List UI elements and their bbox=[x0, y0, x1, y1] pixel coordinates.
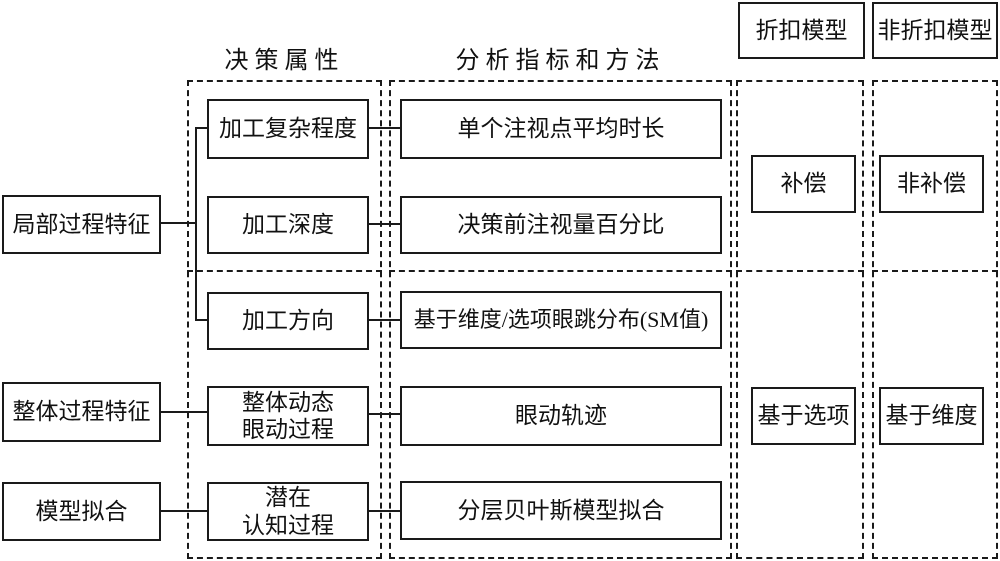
connector-dynamic-to-trajectory bbox=[369, 413, 400, 415]
dashed-divider-decision bbox=[187, 270, 382, 272]
connector-direction-to-sm bbox=[369, 319, 400, 321]
dashed-divider-analysis bbox=[389, 270, 732, 272]
connector-global-to-dynamic bbox=[161, 411, 207, 413]
node-local-process-features: 局部过程特征 bbox=[2, 195, 161, 254]
cell-dimension-based: 基于维度 bbox=[879, 387, 984, 445]
attr-latent-cognitive-process: 潜在 认知过程 bbox=[207, 482, 369, 541]
connector-modelfit-to-latent bbox=[161, 510, 207, 512]
method-saccade-distribution-sm: 基于维度/选项眼跳分布(SM值) bbox=[400, 291, 722, 349]
header-discount-model: 折扣模型 bbox=[738, 2, 865, 59]
dashed-group-discount-model bbox=[736, 80, 864, 559]
attr-processing-complexity: 加工复杂程度 bbox=[207, 99, 369, 159]
connector-trunk-to-complexity bbox=[197, 127, 207, 129]
connector-trunk-vertical bbox=[195, 127, 197, 321]
method-eye-movement-trajectory: 眼动轨迹 bbox=[400, 386, 722, 446]
method-avg-fixation-duration: 单个注视点平均时长 bbox=[400, 99, 722, 159]
attr-processing-depth: 加工深度 bbox=[207, 196, 369, 254]
header-analysis-methods: 分析指标和方法 bbox=[455, 48, 666, 74]
attr-overall-dynamic-eye-process: 整体动态 眼动过程 bbox=[207, 386, 369, 446]
dashed-divider-non-discount bbox=[872, 270, 998, 272]
method-hierarchical-bayesian-fit: 分层贝叶斯模型拟合 bbox=[400, 481, 722, 540]
method-pre-decision-fixation-percentage: 决策前注视量百分比 bbox=[400, 196, 722, 254]
cell-option-based: 基于选项 bbox=[751, 387, 856, 445]
node-global-process-features: 整体过程特征 bbox=[2, 382, 161, 442]
attr-processing-direction: 加工方向 bbox=[207, 292, 369, 350]
dashed-group-non-discount-model bbox=[872, 80, 998, 559]
connector-complexity-to-duration bbox=[369, 127, 400, 129]
cell-non-compensatory: 非补偿 bbox=[879, 155, 984, 213]
connector-trunk-to-direction bbox=[197, 319, 207, 321]
node-model-fit: 模型拟合 bbox=[2, 482, 161, 541]
dashed-divider-discount bbox=[736, 270, 864, 272]
connector-local-to-trunk bbox=[160, 222, 196, 224]
cell-compensatory: 补偿 bbox=[751, 155, 856, 213]
connector-depth-to-percentage bbox=[369, 223, 400, 225]
connector-latent-to-bayesian bbox=[369, 510, 400, 512]
header-decision-attributes: 决策属性 bbox=[224, 48, 345, 74]
header-non-discount-model: 非折扣模型 bbox=[872, 2, 998, 59]
